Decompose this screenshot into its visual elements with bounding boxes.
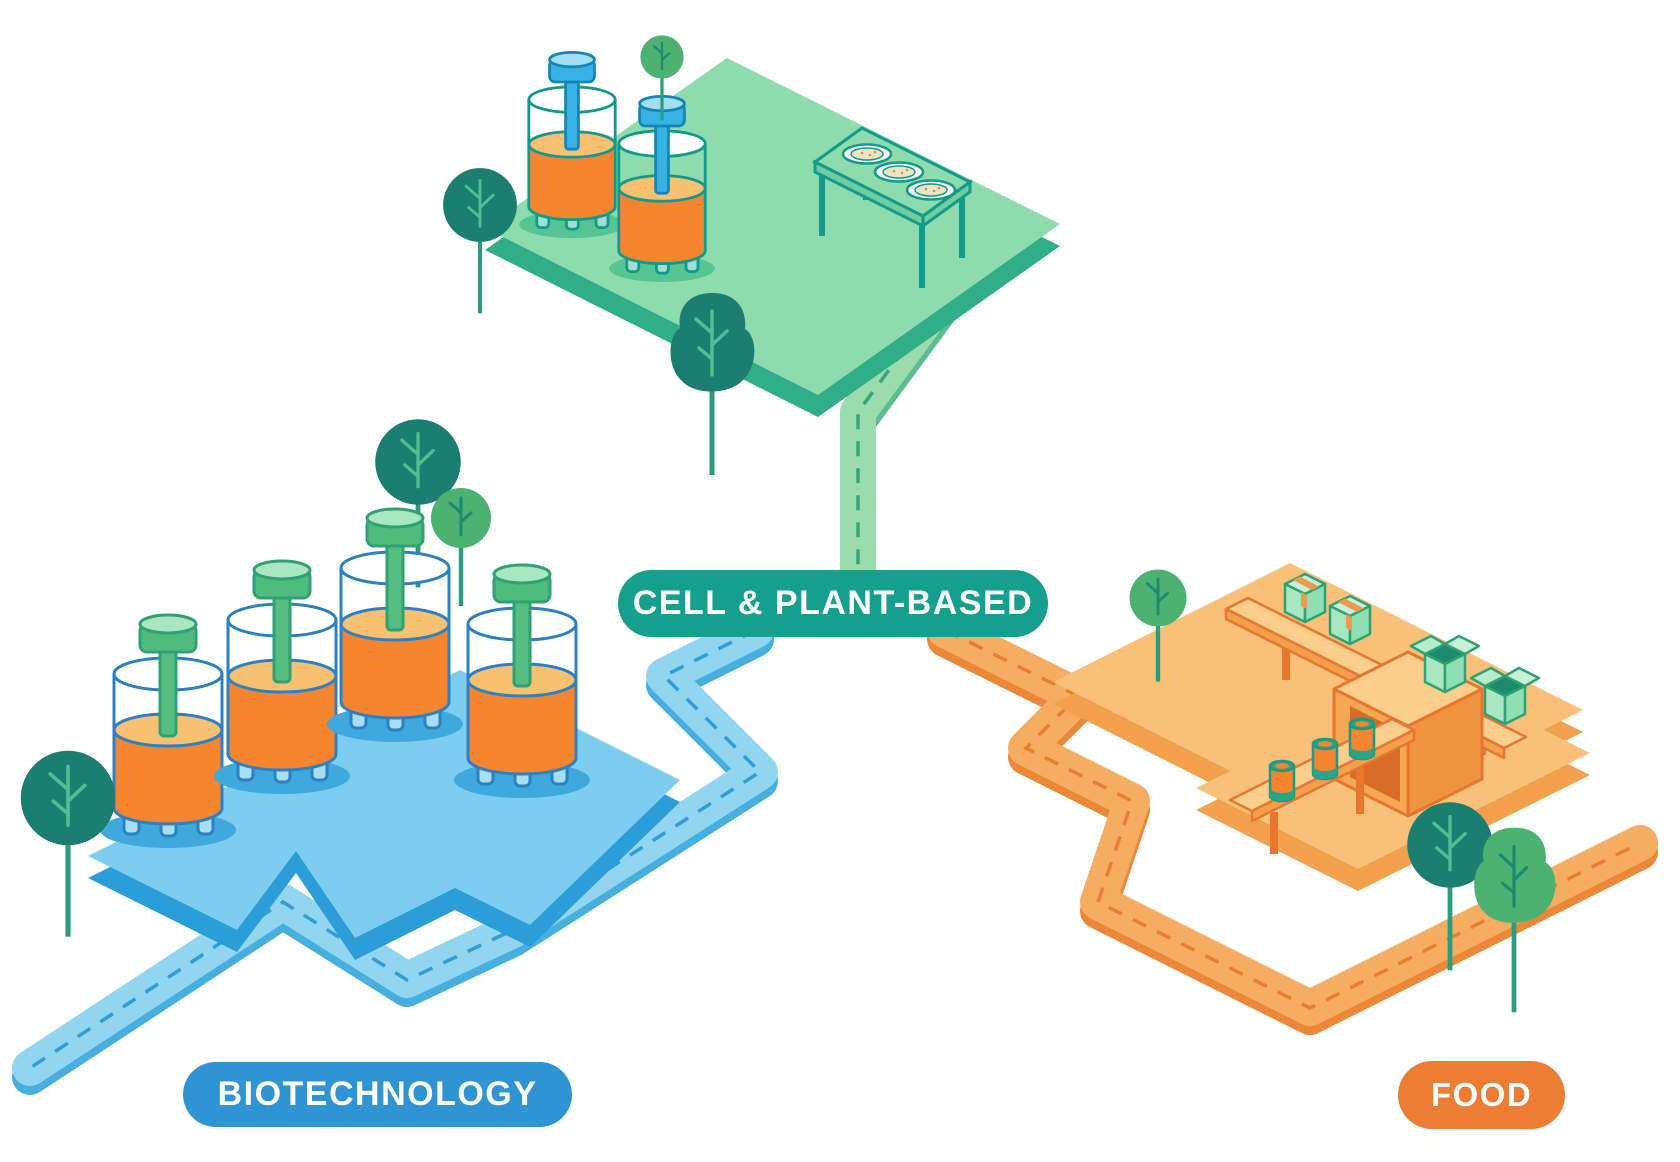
tree-green-icon bbox=[431, 488, 491, 606]
bioreactor-tank-icon bbox=[517, 50, 627, 240]
biotechnology-platform bbox=[21, 507, 680, 960]
bioreactor-tank-icon bbox=[452, 563, 592, 800]
bioreactor-tank-icon bbox=[212, 559, 352, 796]
tree-dark-icon bbox=[21, 751, 116, 937]
sealed-box-icon bbox=[1328, 594, 1372, 646]
sealed-box-icon bbox=[1283, 572, 1327, 624]
food-can-icon bbox=[1348, 717, 1376, 761]
food-can-icon bbox=[1268, 759, 1296, 803]
lab-table bbox=[812, 126, 973, 288]
food-can-icon bbox=[1311, 737, 1339, 781]
petri-dish-icon bbox=[905, 179, 957, 201]
conveyor-lower bbox=[1228, 717, 1416, 854]
bioreactor-tank-icon bbox=[98, 613, 238, 850]
label-food: FOOD bbox=[1398, 1061, 1565, 1129]
petri-dish-icon bbox=[873, 161, 925, 183]
label-cell-plant-based: CELL & PLANT-BASED bbox=[618, 570, 1048, 637]
tree-dark-icon bbox=[671, 293, 755, 475]
cell-plant-platform bbox=[443, 33, 1060, 475]
bioreactor-tank-icon bbox=[325, 507, 465, 744]
label-biotechnology: BIOTECHNOLOGY bbox=[183, 1062, 572, 1127]
road-blue-dashes bbox=[29, 628, 763, 1070]
food-platform bbox=[1053, 563, 1590, 1012]
petri-dish-icon bbox=[841, 143, 893, 165]
